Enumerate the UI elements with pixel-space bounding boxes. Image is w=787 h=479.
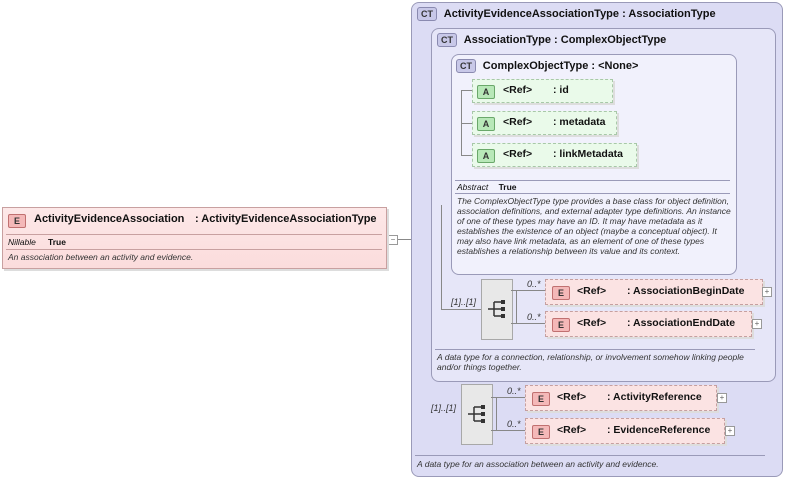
inner-type-header: CT ComplexObjectType : <None> xyxy=(456,59,638,73)
occurrence-begin-date: 0..* xyxy=(527,279,541,289)
mid-type-description: A data type for a connection, relationsh… xyxy=(437,352,744,372)
expand-activity-ref-icon[interactable]: + xyxy=(717,393,727,403)
element-icon: E xyxy=(532,392,550,406)
attribute-name: : id xyxy=(553,84,569,96)
occurrence-activity-ref: 0..* xyxy=(507,386,521,396)
element-evidence-reference[interactable]: E <Ref> : EvidenceReference xyxy=(525,418,725,444)
element-ref: <Ref> xyxy=(577,285,607,297)
mid-divider xyxy=(435,349,755,350)
mid-seq-branch-2 xyxy=(511,323,545,324)
root-divider xyxy=(6,234,382,235)
element-icon: E xyxy=(8,214,26,228)
element-ref: <Ref> xyxy=(557,391,587,403)
abstract-value: True xyxy=(498,182,517,192)
inner-divider xyxy=(455,180,730,181)
nillable-label: Nillable xyxy=(8,237,36,247)
complex-type-icon: CT xyxy=(417,7,437,21)
attribute-ref: <Ref> xyxy=(503,116,533,128)
element-ref: <Ref> xyxy=(557,424,587,436)
attribute-ref: <Ref> xyxy=(503,84,533,96)
attribute-linkmetadata[interactable]: A <Ref> : linkMetadata xyxy=(472,143,637,167)
nillable-value: True xyxy=(48,237,66,247)
connector-root xyxy=(385,239,411,240)
root-element-type: : ActivityEvidenceAssociationType xyxy=(195,213,377,225)
element-icon: E xyxy=(552,318,570,332)
element-name: : EvidenceReference xyxy=(607,424,711,436)
mid-seq-occurrence: [1]..[1] xyxy=(451,297,477,307)
element-name: : ActivityReference xyxy=(607,391,702,403)
attribute-connector-2 xyxy=(461,123,473,124)
inner-type-description: The ComplexObjectType type provides a ba… xyxy=(457,196,731,256)
mid-type-title: AssociationType : ComplexObjectType xyxy=(463,34,667,46)
outer-type-description: A data type for an association between a… xyxy=(417,459,659,469)
inner-type-title: ComplexObjectType : <None> xyxy=(482,60,639,72)
outer-seq-branch-1 xyxy=(491,397,525,398)
abstract-label: Abstract xyxy=(457,182,489,192)
attribute-ref: <Ref> xyxy=(503,148,533,160)
mid-seq-branch-vertical xyxy=(516,290,517,323)
outer-type-header: CT ActivityEvidenceAssociationType : Ass… xyxy=(417,7,716,21)
attribute-icon: A xyxy=(477,85,495,99)
element-icon: E xyxy=(552,286,570,300)
outer-divider xyxy=(415,455,765,456)
root-element-description: An association between an activity and e… xyxy=(8,252,194,262)
complex-type-icon: CT xyxy=(456,59,476,73)
element-ref: <Ref> xyxy=(577,317,607,329)
complex-type-icon: CT xyxy=(437,33,457,47)
root-element-name: ActivityEvidenceAssociation xyxy=(34,213,185,225)
attribute-metadata[interactable]: A <Ref> : metadata xyxy=(472,111,617,135)
expand-begin-date-icon[interactable]: + xyxy=(762,287,772,297)
outer-seq-branch-vertical xyxy=(496,397,497,430)
attribute-connector-1 xyxy=(461,90,473,91)
outer-seq-occurrence: [1]..[1] xyxy=(431,403,457,413)
attribute-name: : linkMetadata xyxy=(553,148,624,160)
outer-type-title: ActivityEvidenceAssociationType : Associ… xyxy=(443,8,716,20)
inner-divider-2 xyxy=(455,193,730,194)
attribute-id[interactable]: A <Ref> : id xyxy=(472,79,613,103)
element-association-begin-date[interactable]: E <Ref> : AssociationBeginDate xyxy=(545,279,763,305)
element-name: : AssociationBeginDate xyxy=(627,285,745,297)
mid-seq-connector-vertical xyxy=(441,205,442,310)
attribute-icon: A xyxy=(477,117,495,131)
mid-type-header: CT AssociationType : ComplexObjectType xyxy=(437,33,666,47)
mid-sequence-compositor[interactable] xyxy=(481,279,513,340)
attribute-connector-3 xyxy=(461,155,473,156)
element-name: : AssociationEndDate xyxy=(627,317,736,329)
sequence-icon xyxy=(468,405,485,423)
attribute-name: : metadata xyxy=(553,116,606,128)
element-association-end-date[interactable]: E <Ref> : AssociationEndDate xyxy=(545,311,752,337)
outer-sequence-compositor[interactable] xyxy=(461,384,493,445)
expand-evidence-ref-icon[interactable]: + xyxy=(725,426,735,436)
element-icon: E xyxy=(532,425,550,439)
expand-end-date-icon[interactable]: + xyxy=(752,319,762,329)
root-element[interactable]: E ActivityEvidenceAssociation : Activity… xyxy=(2,207,387,269)
mid-seq-branch-1 xyxy=(511,290,545,291)
sequence-icon xyxy=(488,300,505,318)
attribute-icon: A xyxy=(477,149,495,163)
root-divider-2 xyxy=(6,249,382,250)
mid-seq-connector xyxy=(441,309,481,310)
occurrence-end-date: 0..* xyxy=(527,312,541,322)
abstract-row: Abstract True xyxy=(457,182,517,192)
element-activity-reference[interactable]: E <Ref> : ActivityReference xyxy=(525,385,717,411)
occurrence-evidence-ref: 0..* xyxy=(507,419,521,429)
expand-root-icon[interactable]: − xyxy=(388,235,398,245)
outer-seq-branch-2 xyxy=(491,430,525,431)
